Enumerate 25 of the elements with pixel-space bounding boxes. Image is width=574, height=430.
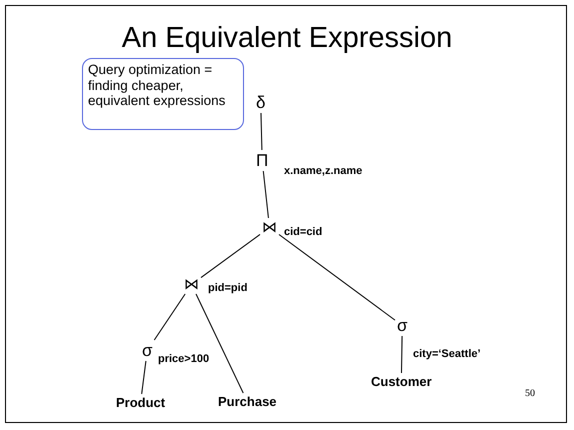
tree-edge [141, 360, 146, 394]
tree-edge [262, 170, 269, 218]
relation-name: Product [116, 396, 166, 409]
condition-label: x.name,z.name [284, 165, 362, 177]
relation-name: Customer [371, 375, 432, 388]
condition-label: pid=pid [208, 282, 248, 294]
operator-symbol: δ [256, 94, 266, 111]
tree-edge [154, 294, 186, 340]
condition-label: price>100 [158, 353, 210, 365]
operator-symbol: Π [256, 152, 268, 169]
tree-edge [278, 234, 396, 321]
callout-box: Query optimization = finding cheaper, equivalent expressions [82, 58, 244, 130]
operator-symbol: ⋈ [262, 220, 277, 235]
tree-edge [400, 336, 403, 374]
operator-symbol: σ [397, 317, 408, 334]
page-number: 50 [525, 388, 535, 399]
tree-edge [196, 294, 244, 394]
tree-edge [260, 112, 262, 150]
relation-name: Purchase [218, 395, 277, 408]
condition-label: cid=cid [284, 226, 322, 238]
tree-edge [200, 234, 260, 278]
operator-symbol: σ [142, 342, 152, 359]
condition-label: city=‘Seattle’ [413, 348, 481, 360]
operator-symbol: ⋈ [184, 277, 199, 292]
title: An Equivalent Expression [120, 22, 454, 55]
